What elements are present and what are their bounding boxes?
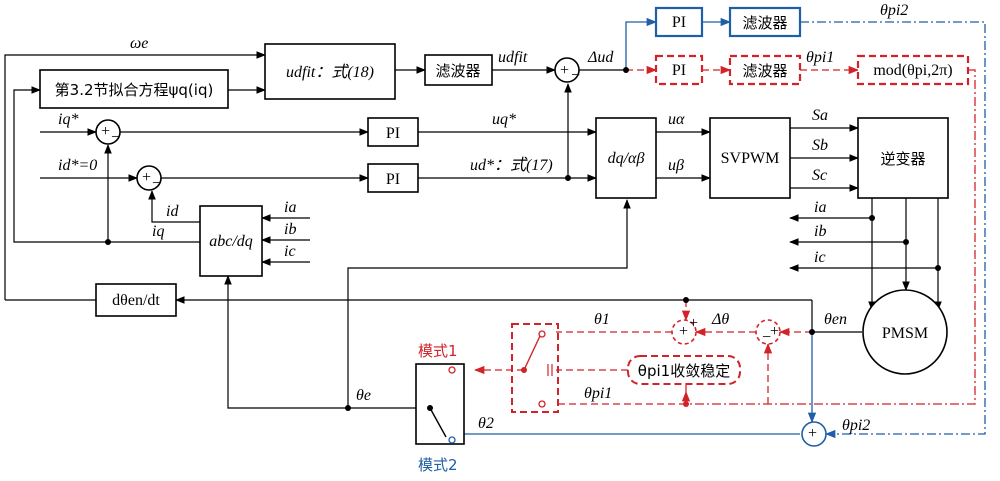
block-labels: 第3.2节拟合方程ψq(iq) udfit：式(18) 滤波器 PI 滤波器 P… [55,14,953,380]
theta-2-label: θ2 [478,415,494,432]
udfit-block [264,43,396,100]
abc-dq-block [199,205,263,277]
fit-equation-label: 第3.2节拟合方程ψq(iq) [55,81,214,99]
ic-right-label: ic [814,249,826,266]
ic-left-label: ic [284,243,296,260]
inverter-block [857,117,949,199]
sb-label: Sb [812,137,828,154]
theta-pi2-top-label: θpi2 [880,2,908,19]
pi-blue-label: PI [672,14,686,31]
sign-plus: + [770,323,779,340]
sign-plus: + [679,323,688,340]
filter-blue-label: 滤波器 [742,14,787,32]
pi-q-label: PI [386,125,400,142]
derivative-block [95,283,177,317]
theta-1-label: θ1 [594,311,610,328]
ia-left-label: ia [284,199,296,216]
inverter-label: 逆变器 [880,150,925,168]
sum-theta2 [801,421,827,447]
filter-block-red [728,54,802,86]
selector-switch-box [511,323,559,413]
signal-labels: ωe udfit Δud θpi2 θpi1 iq* id*=0 uq* ud*… [58,2,908,434]
switch-contacts [429,330,553,444]
mode1-label: 模式1 [418,342,458,360]
sum-theta1 [671,319,697,345]
mod-label: mod(θpi,2π) [873,62,952,79]
abc-dq-label: abc/dq [209,233,253,250]
sign-plus: + [560,62,569,79]
udfit-signal-label: udfit [498,49,528,66]
sign-plus: + [689,315,698,332]
sign-plus: + [142,169,151,186]
derivative-label: dθen/dt [112,292,160,309]
iq-star-label: iq* [58,111,78,128]
delta-ud-label: Δud [587,49,614,66]
pi-block-red [654,54,704,86]
fit-equation-block [39,69,229,109]
uq-star-label: uq* [492,111,516,128]
ud-star-label: ud*：式(17) [470,156,553,174]
filter-block-1 [424,54,493,86]
sa-label: Sa [812,107,828,124]
omega-e-label: ωe [130,35,148,52]
mode-switch-box [415,363,465,445]
sum-ud [554,57,580,83]
udfit-label: udfit：式(18) [286,63,374,81]
dq-alphabeta-block [595,117,657,199]
pi-red-label: PI [672,62,686,79]
id-fb-label: id [166,203,179,220]
iq-fb-label: iq [152,223,164,240]
sign-minus: − [111,129,120,146]
mod-block [856,54,970,86]
red-wires [473,65,976,405]
sum-signs: + − + − + − + + + − + [101,62,817,442]
blue-wires [446,17,986,439]
sum-id [136,165,162,191]
sign-minus: − [571,67,580,84]
mode2-label: 模式2 [418,456,458,474]
sign-plus: + [101,123,110,140]
summing-junctions [95,57,827,447]
u-beta-label: uβ [668,157,684,174]
sum-iq [95,119,121,145]
delta-theta-label: Δθ [711,311,729,328]
theta-pi2-bottom-label: θpi2 [842,417,870,434]
theta-e-label: θe [356,387,371,404]
u-alpha-label: uα [668,111,685,128]
filter-block-blue [728,6,802,38]
filter1-label: 滤波器 [435,62,480,80]
sum-delta-theta [755,319,781,345]
ib-right-label: ib [814,223,826,240]
svpwm-block [709,117,791,199]
converge-block [627,355,741,385]
svpwm-label: SVPWM [721,150,780,167]
sign-plus: + [808,425,817,442]
filter-red-label: 滤波器 [742,62,787,80]
sign-minus: − [762,329,771,346]
pi-d-label: PI [386,171,400,188]
pi-block-q [367,117,419,147]
sc-label: Sc [812,167,827,184]
ia-right-label: ia [814,199,826,216]
junction-dots [105,67,941,411]
id-star-label: id*=0 [58,157,97,174]
pi-block-d [367,163,419,193]
theta-pi1-bottom-label: θpi1 [584,385,612,402]
dq-alphabeta-label: dq/αβ [608,150,645,167]
theta-pi1-top-label: θpi1 [806,49,834,66]
converge-label: θpi1收敛稳定 [638,362,730,380]
pmsm-motor [862,289,948,375]
pmsm-label: PMSM [882,325,928,342]
blocks [39,6,970,445]
theta-en-label: θen [824,311,847,328]
pi-block-blue [654,6,704,38]
ib-left-label: ib [284,221,296,238]
sign-minus: − [152,175,161,192]
